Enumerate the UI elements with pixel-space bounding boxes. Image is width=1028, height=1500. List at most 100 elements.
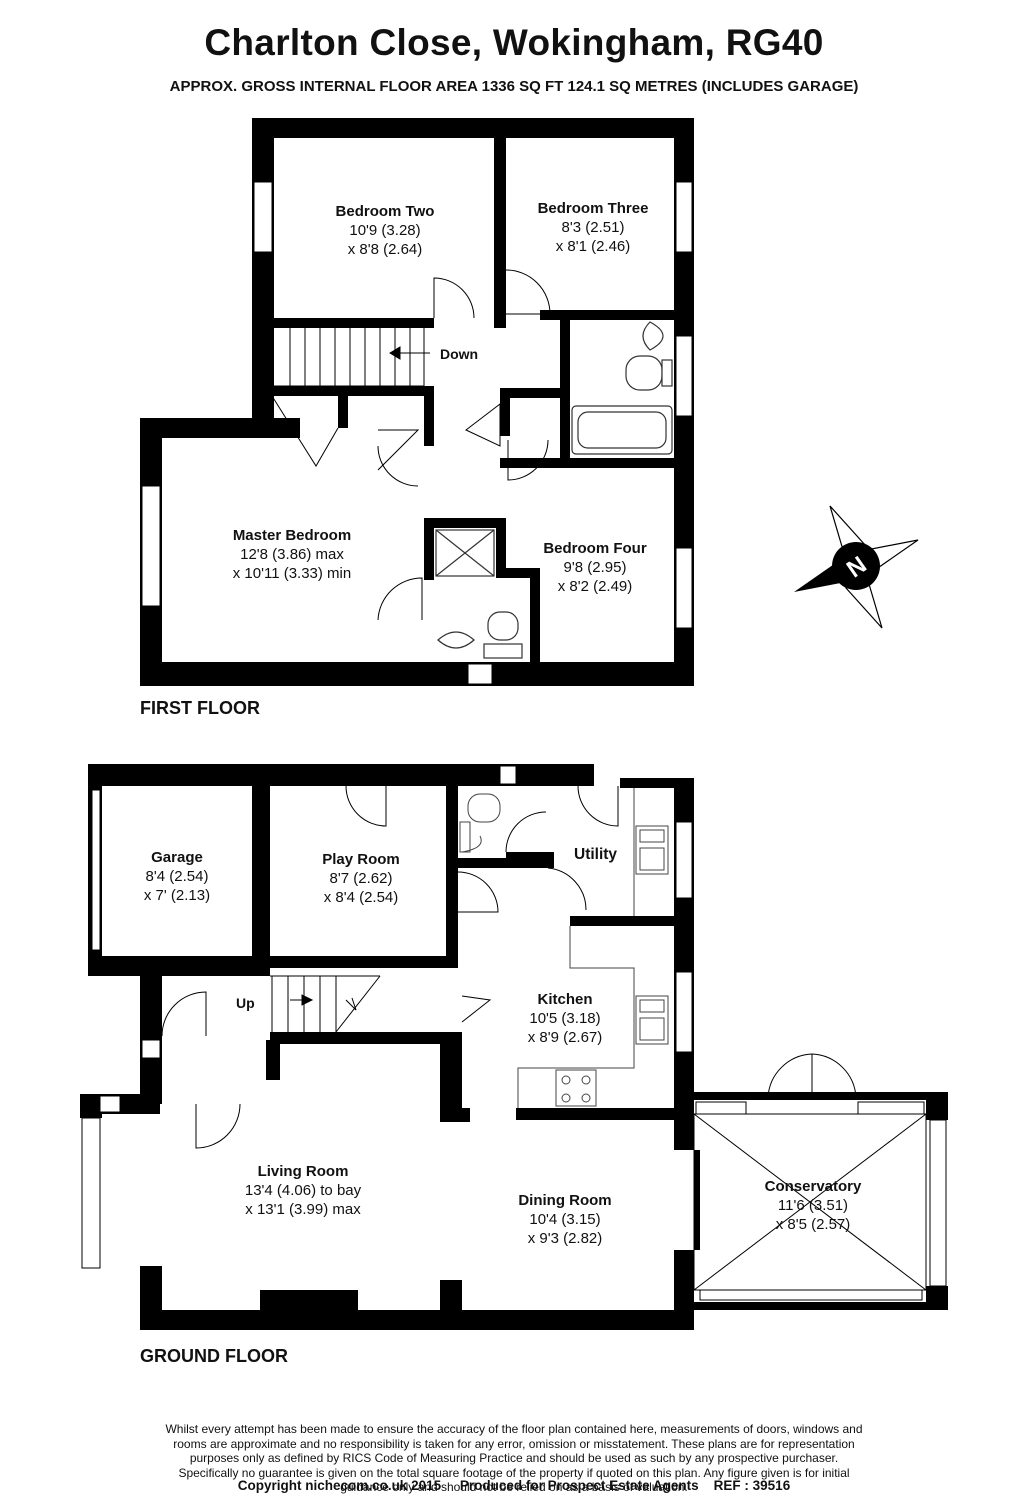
kitchen-fittings [459,788,669,1108]
wall [500,388,510,436]
disclaimer-line: rooms are approximate and no responsibil… [173,1436,855,1451]
north-compass-icon: N [794,505,919,629]
room-dimension: x 8'4 (2.54) [323,889,399,906]
room-name: Garage [151,849,203,866]
room-dimension: 10'4 (3.15) [529,1211,601,1228]
wall [88,956,270,976]
disclaimer-line: Specifically no guarantee is given on th… [178,1465,850,1480]
wall [252,118,274,418]
wall [274,318,434,328]
wall [620,778,694,788]
wall [140,1310,694,1330]
wall [496,518,506,574]
wall [424,386,434,446]
room-dimension: 10'9 (3.28) [349,222,421,239]
first-floor-plan [140,118,694,686]
room-dimension: x 8'9 (2.67) [527,1029,603,1046]
wall [530,568,540,662]
wall [270,1032,450,1044]
room-bedroom-four: Bedroom Four 9'8 (2.95) x 8'2 (2.49) [520,539,670,596]
disclaimer-line: Whilst every attempt has been made to en… [165,1422,863,1436]
wall [260,1290,358,1310]
room-dimension: 8'3 (2.51) [561,219,625,236]
first-floor-label: FIRST FLOOR [140,698,260,718]
room-name: Master Bedroom [232,527,352,544]
room-name: Bedroom Two [335,203,435,220]
room-name: Kitchen [537,991,593,1008]
wall [338,396,348,428]
room-name: Living Room [257,1163,349,1180]
room-dimension: 13'4 (4.06) to bay [244,1182,362,1199]
room-garage: Garage 8'4 (2.54) x 7' (2.13) [106,848,248,905]
room-name: Conservatory [764,1178,862,1195]
disclaimer-line: purposes only as defined by RICS Code of… [189,1451,839,1465]
wall [424,518,496,528]
wall [500,458,674,468]
window [141,181,693,685]
room-name: Bedroom Three [537,200,649,217]
room-dimension: x 7' (2.13) [143,887,211,904]
wall [570,916,674,926]
wall [140,662,694,686]
room-master-bedroom: Master Bedroom 12'8 (3.86) max x 10'11 (… [192,526,392,583]
wall [458,858,554,868]
wall [494,138,506,328]
room-name: Dining Room [518,1192,612,1209]
door-swings [161,785,619,1149]
stairs-down-label: Down [440,346,479,362]
room-dimension: 8'4 (2.54) [145,868,209,885]
wall [440,1032,462,1122]
room-bedroom-three: Bedroom Three 8'3 (2.51) x 8'1 (2.46) [508,199,678,256]
room-dimension: x 8'2 (2.49) [557,578,633,595]
door-swings [271,269,551,621]
room-dimension: 8'7 (2.62) [329,870,393,887]
room-dimension: x 13'1 (3.99) max [245,1201,361,1218]
copyright-line: Copyright nichecom.co.uk 2015 Produced f… [237,1478,791,1493]
room-dimension: 11'6 (3.51) [777,1197,849,1214]
room-dimension: 12'8 (3.86) max [240,546,344,563]
wall [140,1060,162,1104]
stairs-down [274,328,430,387]
room-play-room: Play Room 8'7 (2.62) x 8'4 (2.54) [280,850,442,907]
room-bedroom-two: Bedroom Two 10'9 (3.28) x 8'8 (2.64) [300,202,470,259]
room-dimension: 10'5 (3.18) [529,1010,601,1027]
disclaimer-text: Whilst every attempt has been made to en… [110,1422,918,1495]
wall [516,1108,674,1120]
ground-floor-label: GROUND FLOOR [140,1346,288,1366]
bathroom-fixtures [435,321,673,659]
wall [500,388,560,398]
wall [440,1280,462,1330]
wall [88,764,594,786]
stairs-up [270,975,381,1033]
ground-floor-plan [80,764,948,1330]
wall [674,1250,694,1330]
room-kitchen: Kitchen 10'5 (3.18) x 8'9 (2.67) [490,990,640,1047]
conservatory-structure [693,1053,948,1310]
wall [140,976,162,1060]
room-living-room: Living Room 13'4 (4.06) to bay x 13'1 (3… [200,1162,406,1219]
wall [446,786,458,966]
room-dimension: 9'8 (2.95) [563,559,627,576]
room-conservatory: Conservatory 11'6 (3.51) x 8'5 (2.57) [738,1177,888,1234]
room-dimension: x 9'3 (2.82) [527,1230,603,1247]
disclaimer-line: guidance only and should not be relied o… [340,1480,688,1494]
floor-area-subtitle: APPROX. GROSS INTERNAL FLOOR AREA 1336 S… [169,78,859,95]
room-dining-room: Dining Room 10'4 (3.15) x 9'3 (2.82) [490,1191,640,1248]
window [81,765,693,1269]
stairs-up-label: Up [236,995,255,1011]
room-name: Play Room [322,851,400,868]
wall [496,568,540,578]
room-name: Bedroom Four [543,540,647,557]
wall [252,118,694,138]
wall [540,310,674,320]
wall [506,852,554,862]
room-dimension: x 8'5 (2.57) [775,1216,851,1233]
wall [270,956,458,968]
wall [456,1108,470,1122]
room-dimension: x 8'8 (2.64) [347,241,423,258]
wall [560,310,570,458]
wall [424,518,434,580]
room-dimension: x 10'11 (3.33) min [232,565,352,582]
utility-label: Utility [574,846,618,863]
